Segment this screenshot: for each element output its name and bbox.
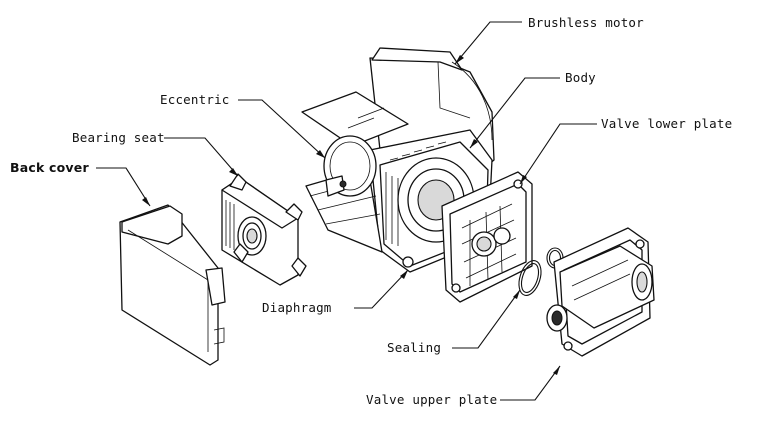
leader-lines (96, 21, 597, 401)
label-body: Body (565, 70, 596, 85)
bearing-seat-part (221, 173, 307, 286)
label-eccentric: Eccentric (160, 92, 230, 107)
label-back-cover: Back cover (10, 160, 89, 175)
label-brushless-motor: Brushless motor (528, 15, 644, 30)
valve-lower-plate-part (441, 171, 533, 303)
label-sealing: Sealing (387, 340, 442, 355)
label-valve-lower-plate: Valve lower plate (601, 116, 733, 131)
label-diaphragm: Diaphragm (262, 300, 332, 315)
valve-upper-plate-part (546, 227, 655, 357)
back-cover-part (119, 204, 226, 366)
label-valve-upper-plate: Valve upper plate (366, 392, 498, 407)
label-bearing-seat: Bearing seat (72, 130, 165, 145)
